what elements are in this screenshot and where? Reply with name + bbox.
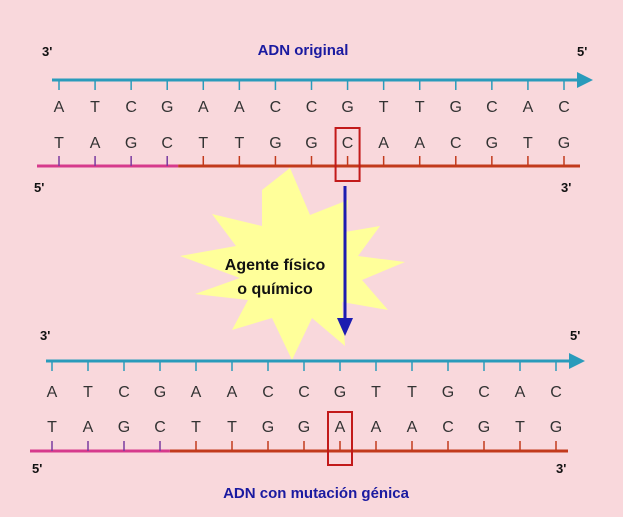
agent-burst-shape: [180, 168, 405, 360]
top-panel-top-base: A: [198, 99, 209, 116]
bottom-panel-bottom-base: G: [550, 419, 562, 436]
top-panel-bottom-base: C: [161, 135, 173, 152]
bottom-panel-bottom-base: G: [478, 419, 490, 436]
agent-label-line1: Agente físico: [225, 257, 326, 274]
bottom-panel-bottom-left-label: 5': [32, 461, 42, 476]
bottom-panel-bottom-base: T: [47, 419, 57, 436]
bottom-panel-bottom-base: G: [298, 419, 310, 436]
bottom-panel-bottom-base: T: [227, 419, 237, 436]
top-panel-top-right-label: 5': [577, 44, 587, 59]
top-panel-top-base: T: [379, 99, 389, 116]
bottom-panel-bottom-base: C: [154, 419, 166, 436]
bottom-panel-top-base: T: [371, 384, 381, 401]
top-panel-top-strand-arrowhead: [577, 72, 593, 88]
bottom-panel-top-base: G: [442, 384, 454, 401]
top-panel-top-base: C: [270, 99, 282, 116]
bottom-panel-bottom-base: A: [83, 419, 94, 436]
top-panel-top-left-label: 3': [42, 44, 52, 59]
bottom-panel-top-base: A: [191, 384, 202, 401]
top-panel-bottom-base: C: [342, 135, 354, 152]
bottom-panel-top-base: A: [515, 384, 526, 401]
top-panel-top-base: G: [450, 99, 462, 116]
bottom-panel-bottom-base: A: [407, 419, 418, 436]
top-panel-top-base: A: [234, 99, 245, 116]
bottom-panel-top-base: C: [262, 384, 274, 401]
bottom-panel-bottom-base: G: [118, 419, 130, 436]
bottom-panel-top-base: G: [154, 384, 166, 401]
bottom-panel-bottom-base: A: [371, 419, 382, 436]
top-panel-bottom-base: C: [450, 135, 462, 152]
top-panel-top-base: T: [415, 99, 425, 116]
top-panel-bottom-base: T: [234, 135, 244, 152]
bottom-panel-bottom-base: C: [442, 419, 454, 436]
bottom-panel-top-base: C: [478, 384, 490, 401]
bottom-panel-top-right-label: 5': [570, 328, 580, 343]
top-panel-bottom-base: T: [54, 135, 64, 152]
bottom-panel-top-base: C: [118, 384, 130, 401]
bottom-panel-top-left-label: 3': [40, 328, 50, 343]
top-panel-bottom-base: G: [269, 135, 281, 152]
top-panel-bottom-base: G: [305, 135, 317, 152]
top-panel-top-base: A: [54, 99, 65, 116]
bottom-panel-bottom-base: A: [335, 419, 346, 436]
bottom-panel-highlight-box: [327, 411, 353, 466]
bottom-panel-bottom-right-label: 3': [556, 461, 566, 476]
top-panel-top-base: C: [125, 99, 137, 116]
top-panel-bottom-left-label: 5': [34, 180, 44, 195]
top-panel-top-base: C: [558, 99, 570, 116]
top-panel-top-base: T: [90, 99, 100, 116]
top-panel-top-base: C: [486, 99, 498, 116]
bottom-panel-bottom-base: T: [515, 419, 525, 436]
top-panel-bottom-base: T: [198, 135, 208, 152]
top-panel-top-base: C: [306, 99, 318, 116]
top-panel-top-base: A: [523, 99, 534, 116]
bottom-panel-top-base: C: [550, 384, 562, 401]
top-panel-bottom-base: A: [90, 135, 101, 152]
top-panel-top-base: G: [161, 99, 173, 116]
top-panel-bottom-base: A: [378, 135, 389, 152]
top-panel-bottom-base: G: [558, 135, 570, 152]
bottom-panel-top-strand-arrowhead: [569, 353, 585, 369]
bottom-panel-top-base: A: [47, 384, 58, 401]
bottom-panel-top-base: T: [83, 384, 93, 401]
agent-label-line2: o químico: [237, 281, 313, 298]
bottom-panel-top-base: C: [298, 384, 310, 401]
top-panel-bottom-base: A: [414, 135, 425, 152]
bottom-panel-top-base: G: [334, 384, 346, 401]
bottom-panel-bottom-base: T: [191, 419, 201, 436]
bottom-panel-strands: A T T A C G G C A T A T C G C G G A T A T A G C C G A T C G: [30, 353, 585, 466]
bottom-panel-bottom-base: G: [262, 419, 274, 436]
top-panel-title: ADN original: [258, 42, 349, 59]
top-panel-bottom-base: G: [125, 135, 137, 152]
mutation-arrow-head: [337, 318, 353, 336]
top-panel-bottom-base: T: [523, 135, 533, 152]
bottom-panel-top-base: T: [407, 384, 417, 401]
top-panel-top-base: G: [341, 99, 353, 116]
top-panel-bottom-base: G: [486, 135, 498, 152]
bottom-panel-title: ADN con mutación génica: [223, 485, 410, 502]
top-panel-strands: A T T A C G G C A T A T C G C G G C T A T A G C C G A T C G: [37, 72, 593, 182]
top-panel-highlight-box: [334, 127, 361, 182]
top-panel-bottom-right-label: 3': [561, 180, 571, 195]
bottom-panel-top-base: A: [227, 384, 238, 401]
